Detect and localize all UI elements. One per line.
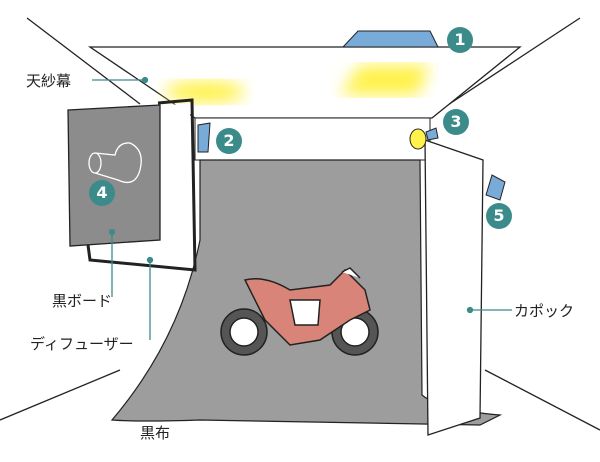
label-diffuser: ディフューザー [30, 335, 134, 353]
black-board [67, 104, 161, 247]
label-ceiling-diffuser: 天紗幕 [26, 72, 72, 90]
light-4-icon [88, 142, 142, 184]
badge-light-5: 5 [486, 203, 512, 229]
light-2-icon [197, 122, 211, 153]
badge-light-1: 1 [447, 27, 473, 53]
label-kapok: カポック [514, 302, 575, 320]
label-black-cloth: 黒布 [140, 424, 171, 442]
diffuser-frame [86, 98, 197, 272]
label-black-board: 黒ボード [52, 292, 113, 310]
floor-edge-left [0, 369, 121, 421]
light-3-icon [409, 128, 427, 150]
wall-edge-left [26, 17, 141, 105]
motorcycle-illustration [220, 267, 379, 356]
light-5-icon [485, 174, 506, 201]
floor-edge-right [484, 369, 600, 431]
badge-light-2: 2 [216, 128, 242, 154]
badge-light-4: 4 [89, 180, 115, 206]
light-glow [165, 81, 245, 103]
light-glow [340, 65, 430, 95]
kapok-board [424, 139, 484, 436]
light-1-icon [341, 30, 439, 48]
badge-light-3: 3 [443, 109, 469, 135]
